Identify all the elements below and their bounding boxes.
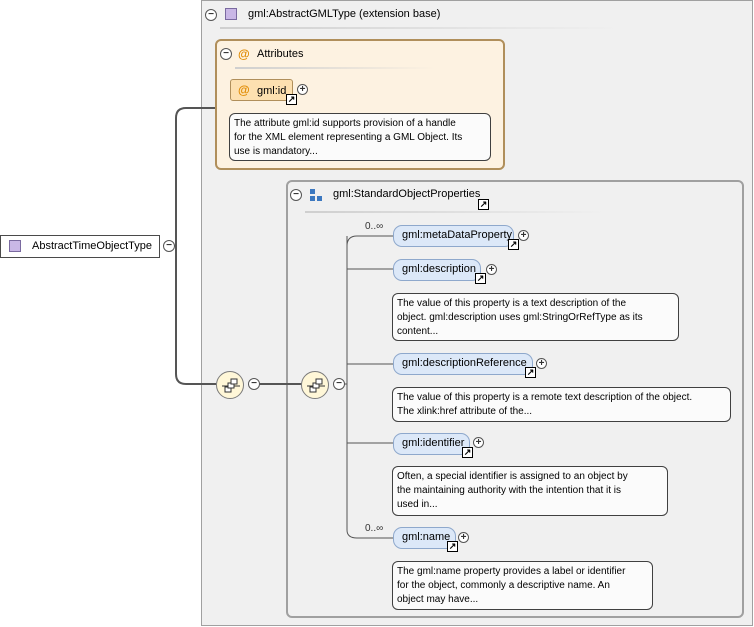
doc-line: The gml:name property provides a label o… xyxy=(397,566,626,577)
attribute-at-icon: @ xyxy=(238,47,250,61)
element-label: gml:name xyxy=(402,531,451,543)
expand-icon[interactable]: + xyxy=(297,84,308,95)
root-type[interactable] xyxy=(0,235,160,258)
doc-line: for the object, commonly a descriptive n… xyxy=(397,580,610,591)
collapse-icon[interactable]: − xyxy=(248,378,260,390)
attribute-doc: The attribute gml:id supports provision … xyxy=(229,113,491,161)
doc-line: used in... xyxy=(397,499,438,510)
complex-type-icon xyxy=(9,240,21,252)
title-underline xyxy=(220,27,620,29)
expand-icon[interactable]: + xyxy=(458,532,469,543)
doc-line: object may have... xyxy=(397,594,479,605)
collapse-icon[interactable]: − xyxy=(163,240,175,252)
link-arrow-icon[interactable]: ↗ xyxy=(525,367,536,378)
element-label: gml:description xyxy=(402,263,476,275)
element-name[interactable]: gml:name xyxy=(393,527,456,549)
doc-line: The value of this property is a text des… xyxy=(397,298,627,309)
element-doc: Often, a special identifier is assigned … xyxy=(392,466,668,516)
doc-line: object. gml:description uses gml:StringO… xyxy=(397,312,643,323)
doc-line: The value of this property is a remote t… xyxy=(397,392,693,403)
expand-icon[interactable]: + xyxy=(486,264,497,275)
group-title: gml:StandardObjectProperties xyxy=(333,188,481,200)
element-description[interactable]: gml:description xyxy=(393,259,481,281)
link-arrow-icon[interactable]: ↗ xyxy=(478,199,489,210)
sequence-icon xyxy=(222,378,240,393)
element-descriptionreference[interactable]: gml:descriptionReference xyxy=(393,353,533,375)
attribute-label: gml:id xyxy=(257,85,287,97)
attribute-at-icon: @ xyxy=(238,83,250,97)
link-arrow-icon[interactable]: ↗ xyxy=(475,273,486,284)
element-identifier[interactable]: gml:identifier xyxy=(393,433,470,455)
doc-line: the maintaining authority with the inten… xyxy=(397,485,622,496)
element-doc: The gml:name property provides a label o… xyxy=(392,561,653,610)
link-arrow-icon[interactable]: ↗ xyxy=(286,94,297,105)
base-type-title: gml:AbstractGMLType (extension base) xyxy=(248,8,441,20)
expand-icon[interactable]: + xyxy=(473,437,484,448)
link-arrow-icon[interactable]: ↗ xyxy=(447,541,458,552)
element-label: gml:metaDataProperty xyxy=(402,229,513,241)
cardinality-label: 0..∞ xyxy=(365,221,384,232)
attributes-title: Attributes xyxy=(257,48,304,60)
doc-line: content... xyxy=(397,326,439,337)
doc-line: for the XML element representing a GML O… xyxy=(234,132,463,143)
sequence-compositor[interactable] xyxy=(216,371,244,399)
sequence-compositor[interactable] xyxy=(301,371,329,399)
root-type-label: AbstractTimeObjectType xyxy=(32,240,153,252)
doc-line: The xlink:href attribute of the... xyxy=(397,406,533,417)
element-metadataproperty[interactable]: gml:metaDataProperty xyxy=(393,225,514,247)
doc-line: The attribute gml:id supports provision … xyxy=(234,118,456,129)
expand-icon[interactable]: + xyxy=(536,358,547,369)
expand-icon[interactable]: + xyxy=(518,230,529,241)
collapse-icon[interactable]: − xyxy=(333,378,345,390)
collapse-icon[interactable]: − xyxy=(220,48,232,60)
complex-type-icon xyxy=(225,8,237,20)
element-label: gml:identifier xyxy=(402,437,465,449)
attribute-item[interactable] xyxy=(230,79,293,101)
doc-line: Often, a special identifier is assigned … xyxy=(397,471,628,482)
collapse-icon[interactable]: − xyxy=(205,9,217,21)
cardinality-label: 0..∞ xyxy=(365,523,384,534)
collapse-icon[interactable]: − xyxy=(290,189,302,201)
doc-line: use is mandatory... xyxy=(234,146,318,157)
element-doc: The value of this property is a remote t… xyxy=(392,387,731,422)
element-label: gml:descriptionReference xyxy=(402,357,527,369)
group-icon xyxy=(310,189,322,201)
title-underline xyxy=(305,211,605,213)
title-underline xyxy=(235,67,435,69)
sequence-icon xyxy=(307,378,325,393)
link-arrow-icon[interactable]: ↗ xyxy=(508,239,519,250)
element-doc: The value of this property is a text des… xyxy=(392,293,679,341)
link-arrow-icon[interactable]: ↗ xyxy=(462,447,473,458)
